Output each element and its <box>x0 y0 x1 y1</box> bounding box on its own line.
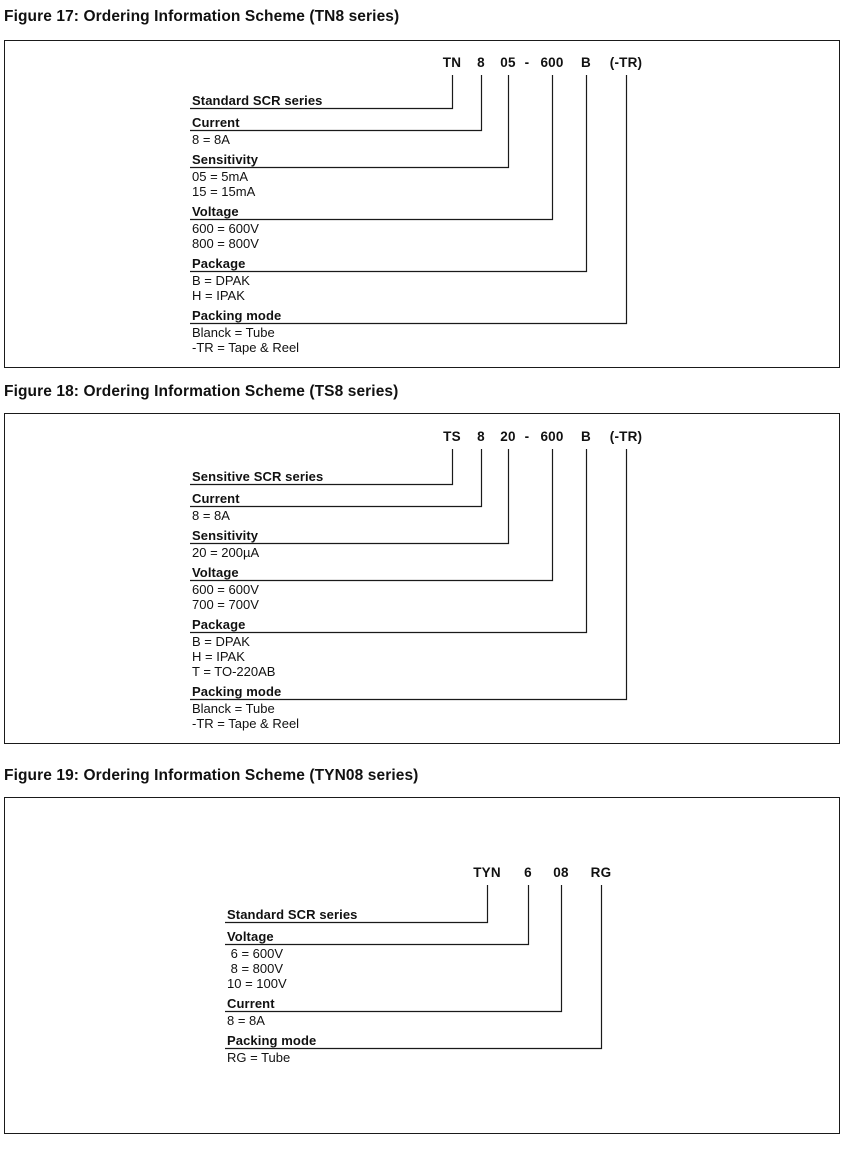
part-segment: 8 <box>477 55 485 70</box>
part-segment: 05 <box>500 55 516 70</box>
part-segment: 6 <box>524 865 532 880</box>
figure-caption: Figure 17: Ordering Information Scheme (… <box>4 8 400 25</box>
section-value: B = DPAK <box>192 273 250 288</box>
section-label: Package <box>192 256 246 271</box>
part-segment: 600 <box>540 429 564 444</box>
figure-caption: Figure 19: Ordering Information Scheme (… <box>4 767 419 784</box>
part-segment: TS <box>443 429 461 444</box>
section-value: RG = Tube <box>227 1050 291 1065</box>
connector-lines-svg <box>190 75 628 325</box>
section-value: T = TO-220AB <box>192 664 276 679</box>
part-segment: - <box>524 429 530 444</box>
figure-19-block: Figure 19: Ordering Information Scheme (… <box>0 767 850 1134</box>
part-segment: (-TR) <box>609 55 643 70</box>
connector-lines-svg <box>190 449 628 701</box>
section-value: 8 = 800V <box>227 961 284 976</box>
section-value: -TR = Tape & Reel <box>192 340 300 355</box>
section-label: Standard SCR series <box>227 907 358 922</box>
connector-line <box>190 449 588 634</box>
section-value: 05 = 5mA <box>192 169 249 184</box>
section-value: 600 = 600V <box>192 221 259 236</box>
connector-line <box>225 885 563 1013</box>
part-segment: TN <box>442 55 462 70</box>
part-segment: 20 <box>500 429 516 444</box>
section-value: 700 = 700V <box>192 597 259 612</box>
connector-line <box>225 885 530 946</box>
part-segment: 8 <box>477 429 485 444</box>
section-value: 600 = 600V <box>192 582 259 597</box>
section-label: Voltage <box>192 204 239 219</box>
connector-line <box>225 885 603 1050</box>
section-value: 8 = 8A <box>192 132 230 147</box>
part-segment: TYN <box>473 865 501 880</box>
part-segment: - <box>524 55 530 70</box>
section-value: 8 = 8A <box>192 508 230 523</box>
connector-line <box>190 75 554 221</box>
section-value: 8 = 8A <box>227 1013 265 1028</box>
section-value: 10 = 100V <box>227 976 287 991</box>
part-segment: (-TR) <box>609 429 643 444</box>
section-value: B = DPAK <box>192 634 250 649</box>
section-value: -TR = Tape & Reel <box>192 716 300 731</box>
section-label: Sensitivity <box>192 528 259 543</box>
section-label: Current <box>192 115 240 130</box>
connector-line <box>190 75 628 325</box>
section-value: 6 = 600V <box>227 946 284 961</box>
section-value: Blanck = Tube <box>192 325 275 340</box>
connector-line <box>190 75 510 169</box>
connector-lines-svg <box>225 885 603 1050</box>
connector-line <box>190 75 483 132</box>
section-label: Voltage <box>227 929 274 944</box>
section-label: Voltage <box>192 565 239 580</box>
figure-caption: Figure 18: Ordering Information Scheme (… <box>4 383 399 400</box>
section-label: Current <box>192 491 240 506</box>
section-value: Blanck = Tube <box>192 701 275 716</box>
part-segment: B <box>581 429 591 444</box>
section-value: 20 = 200µA <box>192 545 260 560</box>
connector-line <box>190 449 454 486</box>
connector-line <box>190 449 628 701</box>
connector-line <box>190 449 483 508</box>
section-value: H = IPAK <box>192 649 245 664</box>
page: { "page": { "background": "#ffffff", "te… <box>0 8 850 1151</box>
section-label: Sensitive SCR series <box>192 469 324 484</box>
part-segment: 600 <box>540 55 564 70</box>
connector-line <box>190 449 510 545</box>
part-segment: B <box>581 55 591 70</box>
connector-line <box>190 449 554 582</box>
part-segment: 08 <box>553 865 569 880</box>
section-value: 800 = 800V <box>192 236 259 251</box>
part-segment: RG <box>590 865 612 880</box>
connector-line <box>225 885 489 924</box>
section-value: 15 = 15mA <box>192 184 256 199</box>
section-value: H = IPAK <box>192 288 245 303</box>
section-label: Current <box>227 996 275 1011</box>
section-label: Packing mode <box>192 308 282 323</box>
section-label: Sensitivity <box>192 152 259 167</box>
section-label: Standard SCR series <box>192 93 323 108</box>
section-label: Packing mode <box>227 1033 317 1048</box>
connector-line <box>190 75 454 110</box>
section-label: Packing mode <box>192 684 282 699</box>
section-label: Package <box>192 617 246 632</box>
figure-17-block: Figure 17: Ordering Information Scheme (… <box>0 8 850 368</box>
figure-18-block: Figure 18: Ordering Information Scheme (… <box>0 383 850 744</box>
connector-line <box>190 75 588 273</box>
